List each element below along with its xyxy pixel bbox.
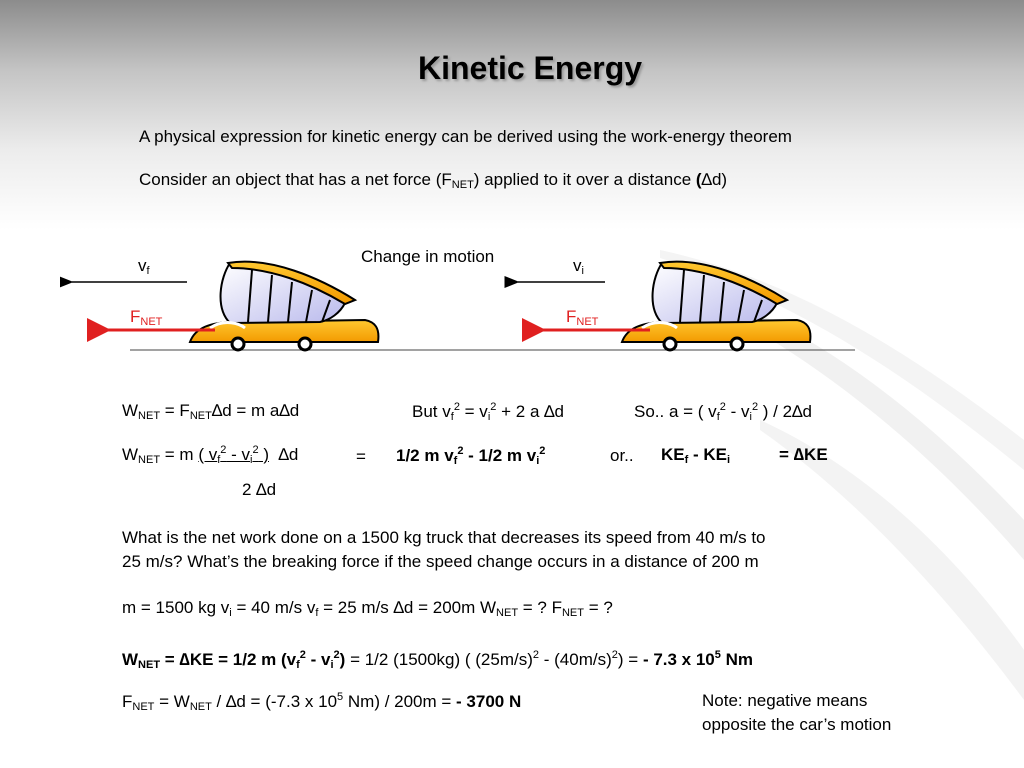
solution-force: FNET = WNET / ∆d = (-7.3 x 105 Nm) / 200… [122, 691, 522, 713]
intro-line-1: A physical expression for kinetic energy… [139, 127, 792, 146]
car-left [188, 260, 380, 352]
change-in-motion-label: Change in motion [361, 247, 495, 266]
fnet-right-label: FNET [566, 307, 599, 328]
problem-line-2: 25 m/s? What’s the breaking force if the… [122, 552, 759, 571]
slide-title: Kinetic Energy [417, 50, 643, 86]
equation-delta-ke: = ∆KE [779, 445, 828, 464]
equation-acceleration: So.. a = ( vf2 - vi2 ) / 2∆d [634, 401, 812, 423]
equation-work-force: WNET = FNET∆d = m a∆d [122, 401, 300, 422]
car-right [620, 260, 812, 352]
problem-line-1: What is the net work done on a 1500 kg t… [122, 528, 766, 547]
equation-kinematics: But vf2 = vi2 + 2 a ∆d [412, 401, 564, 423]
vf-label: vf [138, 256, 150, 277]
note-line-1: Note: negative means [702, 691, 868, 710]
denominator: 2 ∆d [242, 480, 277, 499]
given-values: m = 1500 kg vi = 40 m/s vf = 25 m/s ∆d =… [122, 598, 613, 619]
fnet-left-label: FNET [130, 307, 163, 328]
equation-work-substituted: WNET = m ( vf2 - vi2 ) ∆d [122, 444, 299, 466]
equation-ke-final-initial: KEf - KEi [661, 445, 731, 466]
note-line-2: opposite the car’s motion [702, 715, 892, 734]
solution-work: WNET = ∆KE = 1/2 m (vf2 - vi2) = 1/2 (15… [122, 649, 754, 671]
intro-line-2: Consider an object that has a net force … [139, 170, 728, 191]
equals-sign: = [356, 447, 366, 466]
or-label: or.. [610, 446, 634, 465]
equation-ke-difference: 1/2 m vf2 - 1/2 m vi2 [396, 445, 546, 467]
motion-diagram [60, 260, 855, 352]
vi-label: vi [573, 256, 584, 277]
